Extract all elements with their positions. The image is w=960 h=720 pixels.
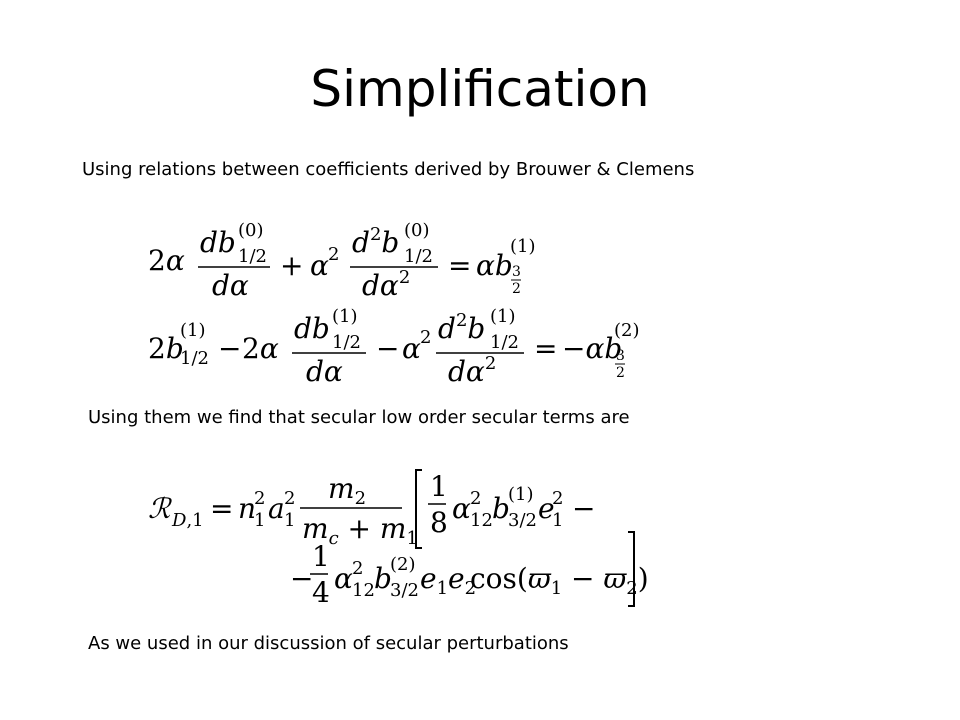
svg-text:3: 3 xyxy=(512,264,521,280)
svg-text:3: 3 xyxy=(616,348,625,364)
svg-text:(1): (1) xyxy=(508,484,534,505)
svg-text:1: 1 xyxy=(430,470,448,503)
closing-text: As we used in our discussion of secular … xyxy=(88,633,569,654)
svg-text:2b: 2b xyxy=(148,332,184,365)
svg-text:=: = xyxy=(210,492,233,525)
svg-text:D,1: D,1 xyxy=(171,510,204,531)
svg-text:(1): (1) xyxy=(490,306,516,327)
eq1-num2: d2b xyxy=(352,224,399,259)
svg-text:e: e xyxy=(538,492,555,525)
equation-3-svg: ℛ D,1 = n 2 1 a 2 1 m2 mc + m1 1 8 α 2 1… xyxy=(148,469,649,609)
svg-text:1/2: 1/2 xyxy=(332,332,361,353)
svg-text:−αb: −αb xyxy=(562,332,622,365)
intro-text: Using relations between coefficients der… xyxy=(82,159,695,180)
svg-text:α: α xyxy=(402,332,421,365)
svg-text:1/2: 1/2 xyxy=(180,348,209,369)
svg-text:1/2: 1/2 xyxy=(238,246,267,267)
svg-text:−: − xyxy=(376,332,399,365)
svg-text:(1): (1) xyxy=(180,320,206,341)
svg-text:1/2: 1/2 xyxy=(490,332,519,353)
svg-text:−: − xyxy=(290,562,313,595)
svg-text:+: + xyxy=(280,249,303,282)
svg-text:cos(ϖ1 − ϖ2): cos(ϖ1 − ϖ2) xyxy=(470,562,649,599)
svg-text:−: − xyxy=(572,492,595,525)
svg-text:ℛ: ℛ xyxy=(148,492,172,525)
svg-text:8: 8 xyxy=(430,506,448,539)
svg-text:dα: dα xyxy=(306,355,343,388)
svg-text:2: 2 xyxy=(552,488,563,509)
svg-text:dα2: dα2 xyxy=(448,353,496,388)
equation-1-svg: 2α db (0) 1/2 dα + α 2 d2b (0) 1/2 dα2 =… xyxy=(148,220,536,302)
svg-text:(2): (2) xyxy=(614,320,640,341)
svg-text:2: 2 xyxy=(420,327,431,348)
svg-text:(1): (1) xyxy=(510,236,536,257)
svg-text:−: − xyxy=(218,332,241,365)
svg-text:b: b xyxy=(374,562,392,595)
svg-text:b: b xyxy=(492,492,510,525)
svg-text:e1e2: e1e2 xyxy=(420,562,476,599)
svg-text:α: α xyxy=(452,492,471,525)
svg-text:(1): (1) xyxy=(332,306,358,327)
svg-text:(0): (0) xyxy=(238,220,264,241)
middle-text: Using them we find that secular low orde… xyxy=(88,407,630,428)
svg-text:α: α xyxy=(334,562,353,595)
equation-relation-2: 2b (1) 1/2 − 2α db (1) 1/2 dα − α 2 d2b … xyxy=(140,296,640,388)
eq1-den1: dα xyxy=(212,269,249,302)
svg-text:1/2: 1/2 xyxy=(404,246,433,267)
svg-text:mc + m1: mc + m1 xyxy=(302,512,418,549)
svg-text:1: 1 xyxy=(552,510,563,531)
svg-text:2: 2 xyxy=(616,365,625,381)
svg-text:2: 2 xyxy=(512,281,521,297)
equation-2-svg: 2b (1) 1/2 − 2α db (1) 1/2 dα − α 2 d2b … xyxy=(148,306,640,388)
equation-relation-1: 2α db (0) 1/2 dα + α 2 d2b (0) 1/2 dα2 =… xyxy=(140,200,536,302)
equation-disturbing-function: ℛ D,1 = n 2 1 a 2 1 m2 mc + m1 1 8 α 2 1… xyxy=(140,460,660,610)
svg-text:a: a xyxy=(268,492,285,525)
svg-text:m2: m2 xyxy=(328,472,366,509)
svg-text:1: 1 xyxy=(312,540,330,573)
svg-text:12: 12 xyxy=(352,580,375,601)
svg-text:α: α xyxy=(310,249,329,282)
svg-text:2: 2 xyxy=(254,488,265,509)
svg-text:db: db xyxy=(294,312,330,345)
svg-text:αb: αb xyxy=(476,249,513,282)
svg-text:=: = xyxy=(534,332,557,365)
svg-text:12: 12 xyxy=(470,510,493,531)
eq1-coef: 2α xyxy=(148,244,185,277)
svg-text:(0): (0) xyxy=(404,220,430,241)
svg-text:3/2: 3/2 xyxy=(508,510,537,531)
slide-title: Simplification xyxy=(310,60,650,118)
svg-text:2: 2 xyxy=(352,558,363,579)
svg-text:2: 2 xyxy=(284,488,295,509)
svg-text:n: n xyxy=(238,492,256,525)
svg-text:2α: 2α xyxy=(242,332,279,365)
svg-text:4: 4 xyxy=(312,576,330,609)
eq1-num1: db xyxy=(200,226,236,259)
svg-text:d2b: d2b xyxy=(438,310,485,345)
svg-text:1: 1 xyxy=(284,510,295,531)
svg-text:1: 1 xyxy=(254,510,265,531)
svg-text:=: = xyxy=(448,249,471,282)
svg-text:3/2: 3/2 xyxy=(390,580,419,601)
svg-text:(2): (2) xyxy=(390,554,416,575)
svg-text:2: 2 xyxy=(328,244,339,265)
svg-text:2: 2 xyxy=(470,488,481,509)
